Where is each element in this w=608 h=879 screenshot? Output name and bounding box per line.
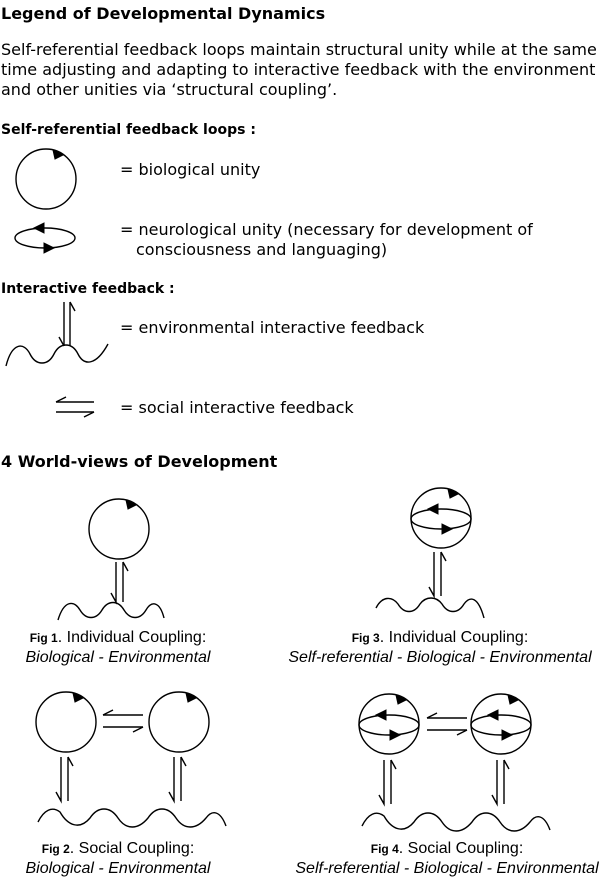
legend-environmental-feedback-icon [5,301,109,367]
interactive-heading: Interactive feedback : [1,281,175,297]
loops-heading: Self-referential feedback loops : [1,122,256,138]
intro-paragraph: Self-referential feedback loops maintain… [1,40,597,99]
page-title: Legend of Developmental Dynamics [1,4,326,23]
fig3-subtitle: Self-referential - Biological - Environm… [288,649,592,666]
fig1-diagram [57,498,165,621]
fig4-title: . Social Coupling: [398,840,524,857]
fig1-subtitle: Biological - Environmental [25,649,211,666]
environmental-feedback-label: = environmental interactive feedback [120,318,425,337]
legend-neurological-unity-icon [14,222,76,254]
fig1-title: . Individual Coupling: [57,629,207,646]
fig4-label: Fig 4 [370,842,399,856]
fig4-subtitle: Self-referential - Biological - Environm… [295,860,599,877]
fig1-label: Fig 1 [29,631,58,645]
biological-unity-label: = biological unity [120,160,261,179]
neurological-unity-label: = neurological unity (necessary for deve… [120,220,533,239]
neurological-unity-label-cont: consciousness and languaging) [136,240,388,259]
fig1-caption: Fig 1. Individual Coupling: Biological -… [0,628,288,668]
fig3-label: Fig 3 [351,631,380,645]
fig2-caption: Fig 2. Social Coupling: Biological - Env… [0,839,288,879]
fig2-title: . Social Coupling: [69,840,195,857]
fig2-subtitle: Biological - Environmental [25,860,211,877]
legend-social-feedback-icon [55,396,95,418]
fig4-caption: Fig 4. Social Coupling: Self-referential… [277,839,608,879]
fig4-diagram [358,693,551,832]
social-feedback-label: = social interactive feedback [120,398,354,417]
fig3-caption: Fig 3. Individual Coupling: Self-referen… [270,628,608,668]
fig2-label: Fig 2 [41,842,70,856]
legend-biological-unity-icon [15,148,77,210]
fig2-diagram [35,691,227,828]
fig3-title: . Individual Coupling: [379,629,529,646]
fig3-diagram [375,487,485,619]
worldviews-heading: 4 World-views of Development [1,452,278,471]
